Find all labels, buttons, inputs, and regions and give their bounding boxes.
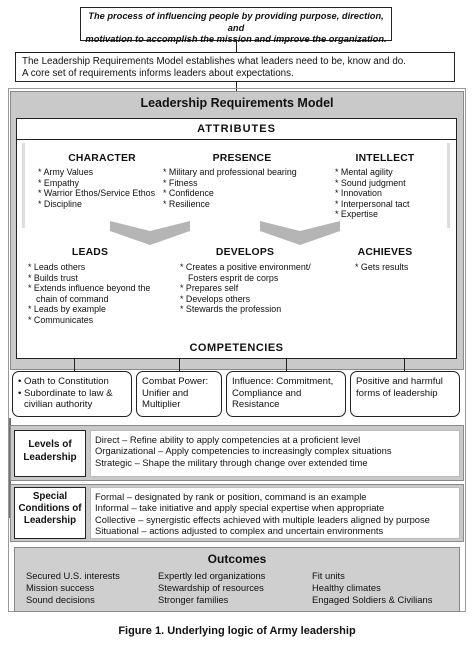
oath-item: • Subordinate to law & civilian authorit… <box>18 387 113 411</box>
list-item: Expertise <box>335 209 450 220</box>
connector-line <box>74 359 76 371</box>
intellect-list: Mental agility Sound judgment Innovation… <box>335 167 450 220</box>
influence-box: Influence: Commitment, Compliance and Re… <box>226 371 346 417</box>
attributes-divider <box>16 139 457 141</box>
outcome-item: Secured U.S. interests <box>26 570 120 581</box>
outcomes-title: Outcomes <box>207 552 267 566</box>
achieves-list: Gets results <box>355 262 445 273</box>
oath-item-text: Oath to Constitution <box>24 376 109 387</box>
levels-body: Direct – Refine ability to apply compete… <box>90 430 460 477</box>
develops-title: DEVELOPS <box>215 247 275 258</box>
list-item: Mental agility <box>335 167 450 178</box>
outcome-item: Sound decisions <box>26 594 95 606</box>
special-conditions-title: Special Conditions of Leadership <box>14 487 86 539</box>
levels-line: Direct – Refine ability to apply compete… <box>95 434 361 445</box>
connector-line <box>236 82 238 91</box>
list-item: Prepares self <box>180 283 340 294</box>
outcome-item: Stewardship of resources <box>158 582 264 594</box>
connector-line <box>286 359 288 371</box>
levels-title: Levels of Leadership <box>14 430 86 477</box>
definition-box: The process of influencing people by pro… <box>80 7 392 44</box>
presence-list: Military and professional bearing Fitnes… <box>163 167 333 209</box>
outcome-item: Engaged Soldiers & Civilians <box>312 594 433 606</box>
list-item: Army Values <box>38 167 156 178</box>
figure-caption: Figure 1. Underlying logic of Army leade… <box>118 625 356 637</box>
chevron-right <box>260 221 340 245</box>
outcome-item: Fit units <box>312 570 345 581</box>
special-line: Collective – synergistic effects achieve… <box>95 513 430 525</box>
list-item: Interpersonal tact <box>335 199 450 210</box>
character-title: CHARACTER <box>68 153 136 164</box>
achieves-title: ACHIEVES <box>357 247 413 258</box>
outcome-item: Expertly led organizations <box>158 570 266 581</box>
list-item: Military and professional bearing <box>163 167 333 178</box>
intro-line-2: A core set of requirements informs leade… <box>22 68 294 79</box>
definition-line-1: The process of influencing people by pro… <box>88 11 384 33</box>
special-line: Formal – designated by rank or position,… <box>95 491 367 502</box>
leads-title: LEADS <box>71 247 109 258</box>
combat-power-box: Combat Power: Unifier and Multiplier <box>136 371 222 417</box>
oath-box: • Oath to Constitution • Subordinate to … <box>12 371 132 417</box>
intro-line-1: The Leadership Requirements Model establ… <box>22 56 406 67</box>
leadership-forms-box: Positive and harmful forms of leadership <box>350 371 460 417</box>
special-line: Informal – take initiative and apply spe… <box>95 502 385 514</box>
list-item: Develops others <box>180 294 340 305</box>
outcome-item: Mission success <box>26 582 95 594</box>
connector-line <box>404 359 406 371</box>
chevron-left <box>110 221 190 245</box>
list-item: Leads others <box>28 262 168 273</box>
oath-item-text: Subordinate to law & civilian authority <box>24 387 113 411</box>
list-item: Innovation <box>335 188 450 199</box>
outcome-item: Healthy climates <box>312 582 381 594</box>
outcomes-panel <box>14 547 460 612</box>
list-item: Resilience <box>163 199 333 210</box>
special-conditions-body: Formal – designated by rank or position,… <box>90 487 460 539</box>
list-item: Warrior Ethos/Service Ethos <box>38 188 156 199</box>
character-list: Army Values Empathy Warrior Ethos/Servic… <box>38 167 156 209</box>
presence-title: PRESENCE <box>212 153 272 164</box>
definition-line-2: motivation to accomplish the mission and… <box>85 34 387 44</box>
competencies-label: COMPETENCIES <box>189 342 284 354</box>
model-title: Leadership Requirements Model <box>140 96 334 110</box>
special-line: Situational – actions adjusted to comple… <box>95 525 384 537</box>
connector-line <box>236 41 238 52</box>
leads-list: Leads others Builds trust Extends influe… <box>28 262 168 326</box>
outcomes-column-3: Fit units Healthy climates Engaged Soldi… <box>312 570 432 607</box>
connector-line <box>179 359 181 371</box>
list-item: Creates a positive environment/ Fosters … <box>180 262 340 283</box>
list-item: Communicates <box>28 315 168 326</box>
attributes-label: ATTRIBUTES <box>197 123 276 135</box>
chevron-arrows-icon <box>110 221 340 245</box>
list-item: Discipline <box>38 199 156 210</box>
list-item: Fitness <box>163 178 333 189</box>
list-item: Gets results <box>355 262 445 273</box>
list-item: Extends influence beyond the chain of co… <box>28 283 168 304</box>
list-item: Confidence <box>163 188 333 199</box>
outcomes-column-2: Expertly led organizations Stewardship o… <box>158 570 265 607</box>
list-item: Empathy <box>38 178 156 189</box>
list-item: Leads by example <box>28 304 168 315</box>
oath-item: • Oath to Constitution <box>18 376 109 387</box>
outcomes-column-1: Secured U.S. interests Mission success S… <box>26 570 120 607</box>
list-item: Stewards the profession <box>180 304 340 315</box>
outcome-item: Stronger families <box>158 594 229 606</box>
levels-line: Organizational – Apply competencies to i… <box>95 445 392 457</box>
intro-box: The Leadership Requirements Model establ… <box>15 52 455 82</box>
list-item: Builds trust <box>28 273 168 284</box>
develops-list: Creates a positive environment/ Fosters … <box>180 262 340 315</box>
levels-line: Strategic – Shape the military through c… <box>95 456 368 468</box>
list-item: Sound judgment <box>335 178 450 189</box>
intellect-title: INTELLECT <box>355 153 415 164</box>
